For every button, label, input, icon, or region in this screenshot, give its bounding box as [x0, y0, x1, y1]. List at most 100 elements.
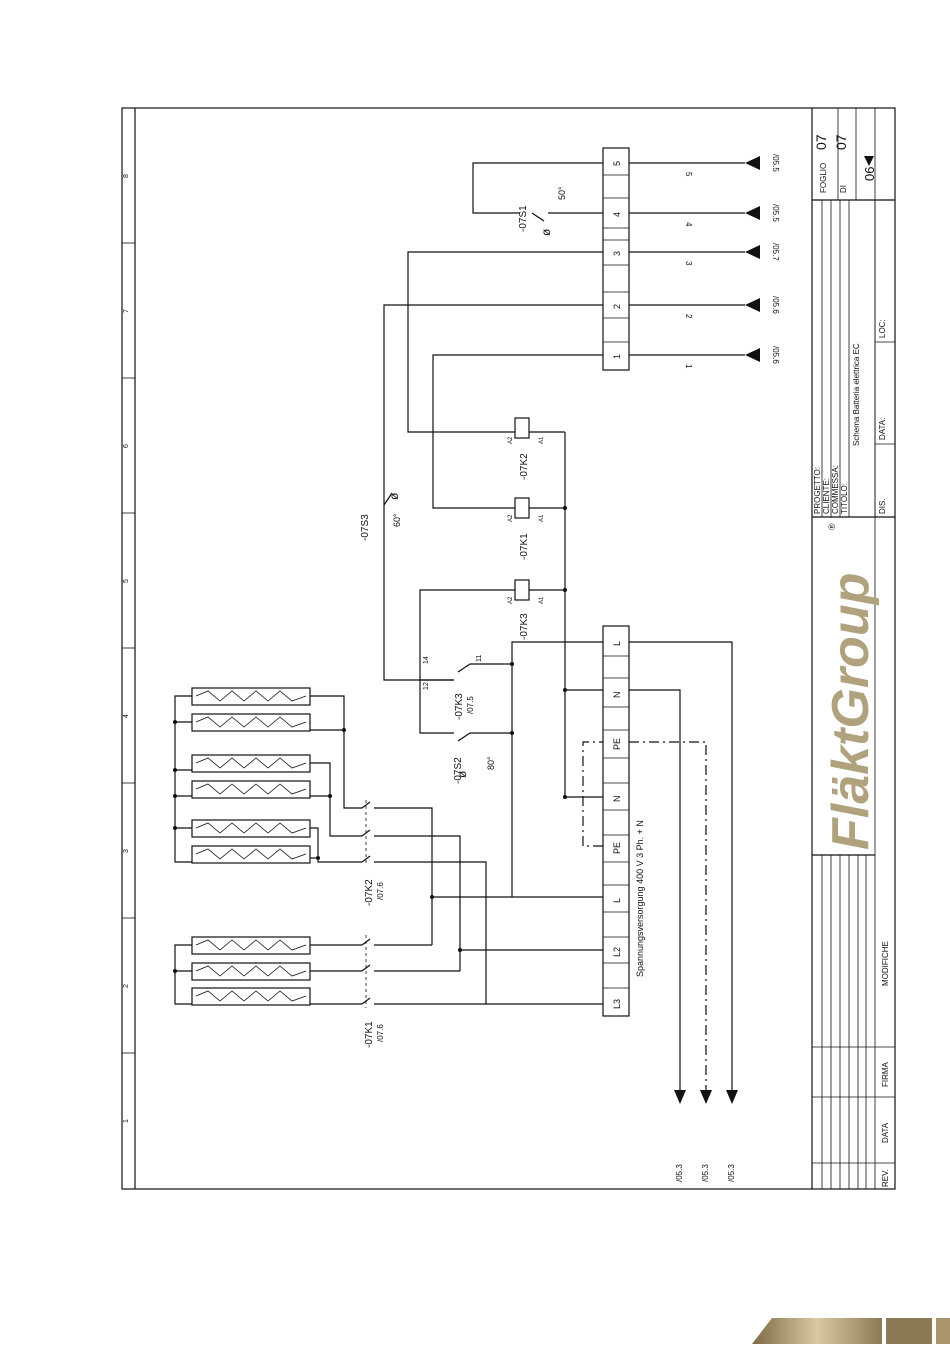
outgoing-ref-3: /05.7 [771, 243, 780, 261]
supply-wiring [432, 432, 738, 1104]
s2-temp: 80° [486, 756, 496, 770]
terminal-n: N [612, 796, 622, 803]
k2-coil-a1: A1 [539, 436, 545, 444]
bottom-ref-3: /05.3 [727, 1164, 736, 1182]
terminal-pe-2: PE [612, 738, 622, 750]
bottom-ref-2: /05.3 [701, 1164, 710, 1182]
terminal-l3: L3 [612, 999, 622, 1009]
outgoing-ref-4: /05.5 [771, 204, 780, 222]
wire-label-1: 1 [684, 364, 693, 369]
data2-label: DATA: [878, 418, 887, 440]
heater-group-2 [191, 819, 311, 864]
page-corner-tab [752, 1318, 950, 1344]
control-terminal-1: 1 [612, 354, 622, 359]
cliente-label: CLIENTE: [822, 478, 831, 514]
grid-strip: 1 2 3 4 5 6 7 8 [122, 174, 135, 1123]
outgoing-ref-5: /05.5 [771, 154, 780, 172]
heater-group-1 [191, 936, 311, 1006]
grid-col-4: 4 [123, 714, 130, 718]
di-label: DI [839, 185, 848, 193]
grid-col-2: 2 [123, 984, 130, 988]
modifiche-label: MODIFICHE [881, 941, 890, 986]
progetto-label: PROGETTO: [813, 467, 822, 514]
k3-contact-11: 11 [476, 655, 483, 662]
k3-label: -07K3 [454, 693, 465, 720]
di-value: 07 [833, 134, 849, 150]
firma-label: FIRMA [881, 1061, 890, 1087]
wire-label-3: 3 [684, 261, 693, 266]
terminal-l: L [612, 898, 622, 903]
s1-label: -07S1 [518, 205, 529, 232]
grid-col-3: 3 [123, 849, 130, 853]
flaktgroup-logo: FläktGroup ® [822, 523, 880, 850]
supply-label: Spannungsversorgung 400 V 3 Ph. + N [635, 820, 645, 977]
s3-label: -07S3 [360, 514, 371, 541]
page-code: 06 [862, 167, 877, 181]
k1-coil-a1: A1 [539, 514, 545, 522]
supply-terminal-block: L3 L2 L PE N PE N L [602, 625, 630, 1017]
loc-label: LOC: [878, 319, 887, 338]
terminal-pe: PE [612, 842, 622, 854]
s2-label: -07S2 [453, 757, 464, 784]
k1-label: -07K1 [364, 1021, 375, 1048]
outgoing-control-wires [629, 156, 760, 362]
k1-coil-a2: A2 [508, 514, 514, 522]
k3-contact-12: 12 [423, 682, 430, 690]
commessa-label: COMMESSA: [831, 465, 840, 514]
foglio-value: 07 [813, 134, 829, 150]
rev-label: REV. [881, 1169, 890, 1187]
terminal-l-2: L [612, 641, 622, 646]
grid-col-7: 7 [123, 309, 130, 313]
contactor-k1-contacts [361, 935, 486, 1008]
control-circuit: ø ø ø [383, 162, 603, 778]
k2-label: -07K2 [364, 879, 375, 906]
wire-label-4: 4 [684, 222, 693, 227]
k2-ref: /07.6 [376, 882, 385, 900]
control-terminal-3: 3 [612, 251, 622, 256]
bottom-ref-1: /05.3 [675, 1164, 684, 1182]
s1-temp: 50° [557, 186, 567, 200]
control-terminal-2: 2 [612, 304, 622, 309]
wire-label-5: 5 [684, 172, 693, 177]
grid-col-1: 1 [123, 1119, 130, 1123]
contactor-k2-contacts [361, 800, 487, 1004]
outgoing-ref-1: /05.6 [771, 346, 780, 364]
k1-ref: /07.6 [376, 1024, 385, 1042]
k3-coil-a1: A1 [539, 596, 545, 604]
k1-coil-label: -07K1 [519, 533, 530, 560]
logo-registered-mark: ® [827, 523, 837, 530]
dis-label: DIS. [878, 498, 887, 514]
drawing-frame [121, 107, 896, 1190]
k2-coil-a2: A2 [508, 436, 514, 444]
heater-elements [191, 687, 311, 1006]
heater-group-4 [191, 687, 311, 732]
grid-col-6: 6 [123, 444, 130, 448]
control-terminal-5: 5 [612, 161, 622, 166]
heater-wiring [173, 695, 362, 1005]
heater-group-3 [191, 754, 311, 799]
titolo-value: Schema Batteria elettrica EC [852, 343, 861, 446]
wire-label-2: 2 [684, 314, 693, 319]
k3-coil-a2: A2 [508, 596, 514, 604]
k3-contact-14: 14 [423, 656, 430, 664]
page-pointer-icon [864, 156, 874, 166]
logo-text: FläktGroup [822, 573, 880, 850]
k3-coil-label: -07K3 [519, 613, 530, 640]
s1-thermostat-icon: ø [539, 228, 553, 236]
foglio-label: FOGLIO [819, 163, 828, 193]
s2-thermostat-icon: ø [455, 770, 469, 778]
terminal-n-2: N [612, 692, 622, 699]
outgoing-ref-2: /05.6 [771, 296, 780, 314]
terminal-l2: L2 [612, 947, 622, 957]
control-terminal-4: 4 [612, 212, 622, 217]
grid-col-8: 8 [123, 174, 130, 178]
s3-temp: 60° [392, 513, 402, 527]
control-terminal-block: 1 2 3 4 5 [602, 147, 630, 371]
k2-coil-label: -07K2 [519, 453, 530, 480]
grid-col-5: 5 [123, 579, 130, 583]
s3-thermostat-icon: ø [387, 492, 401, 500]
data-label: DATA [881, 1122, 890, 1143]
titolo-label: TITOLO: [840, 483, 849, 514]
